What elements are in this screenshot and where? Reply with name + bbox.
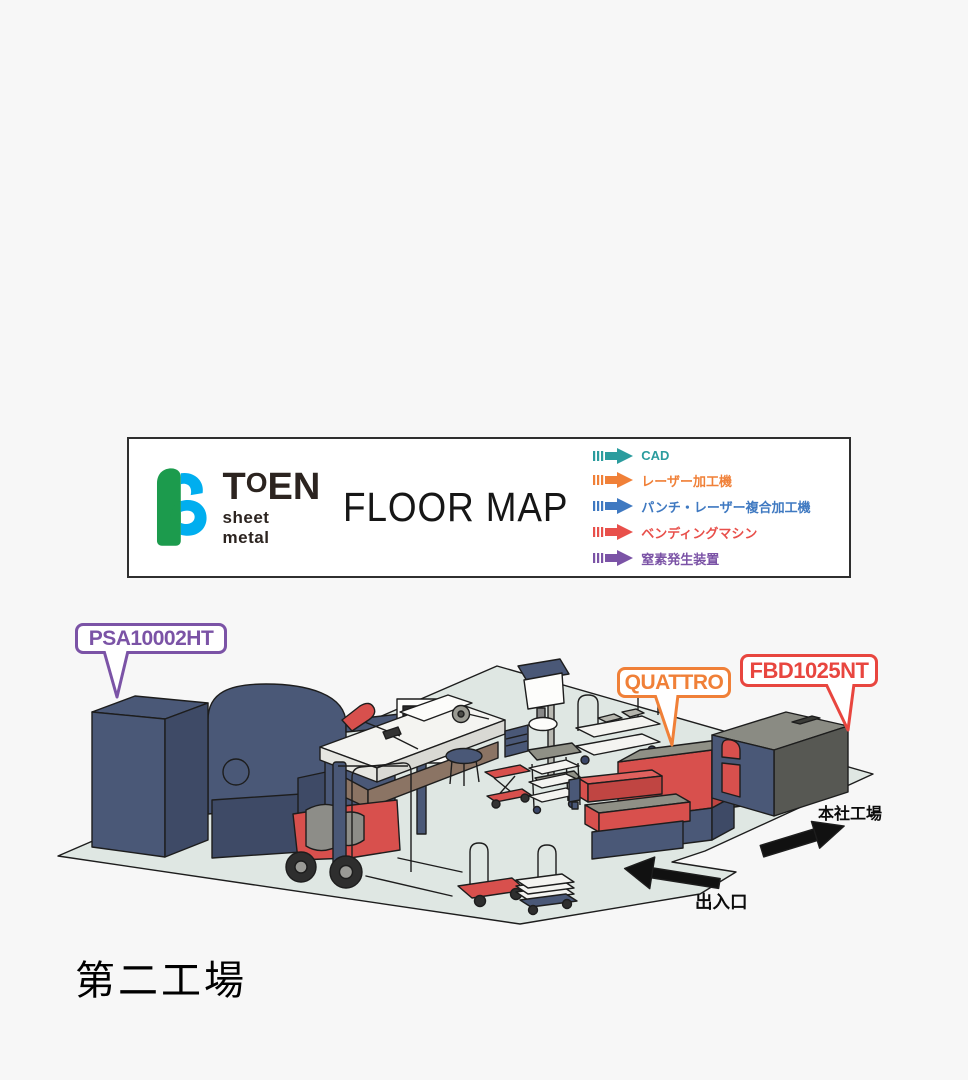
- factory-title: 第二工場: [75, 959, 247, 1003]
- quattro-table-side: [598, 801, 691, 833]
- legend-label: パンチ・レーザー複合加工機: [641, 499, 811, 515]
- stool: [445, 747, 483, 786]
- psa-label-pointer: [102, 651, 130, 699]
- logo-cyan-shape: [180, 472, 203, 495]
- forklift-wheel-hub: [338, 864, 354, 880]
- legend-item-nitrogen: 窒素発生装置: [593, 549, 839, 568]
- stool-seat: [445, 747, 483, 765]
- hand-truck-handle: [469, 842, 489, 884]
- forklift: [285, 761, 463, 897]
- toen-brand-text: TOEN sheet metal: [223, 468, 321, 548]
- cart-shelf: [575, 733, 661, 756]
- cart-shelf: [575, 715, 661, 738]
- quattro-machine-label: QUATTRO: [617, 667, 731, 698]
- cart-item: [621, 708, 645, 718]
- forklift-fork: [365, 875, 453, 897]
- fbd-machine-label: FBD1025NT: [740, 654, 878, 687]
- roller-handle: [467, 713, 490, 720]
- legend-arrow-icon: [593, 472, 634, 488]
- fbd-arch-upper: [721, 738, 741, 760]
- fbd-top-slot: [791, 715, 821, 725]
- tool-hammer: [382, 726, 419, 750]
- roller-hub: [457, 710, 465, 718]
- drill-motor: [523, 672, 565, 710]
- toen-logo: TOEN sheet metal: [155, 467, 321, 549]
- forklift-wheel-hub: [294, 860, 308, 874]
- platform-cart: [515, 844, 578, 916]
- legend-label: レーザー加工機: [641, 473, 733, 489]
- rack-shelf: [528, 759, 580, 775]
- legend-item-bending: ベンディングマシン: [593, 523, 839, 542]
- hand-truck: [457, 842, 527, 908]
- cart-item: [597, 713, 623, 723]
- brand-subtitle: sheet metal: [222, 507, 270, 547]
- platform-cart-wheel: [561, 898, 573, 910]
- legend-arrow-icon: [593, 447, 634, 464]
- legend-arrow-icon: [593, 498, 634, 514]
- legend-arrow-icon: [593, 524, 634, 540]
- psa-cabinet-side: [164, 702, 209, 858]
- platform-cart-base: [519, 893, 578, 908]
- legend-arrow-icon: [593, 550, 634, 566]
- fbd-arch-lower: [721, 762, 741, 798]
- hammer-head: [382, 726, 402, 740]
- legend-label: 窒素発生装置: [641, 551, 720, 567]
- fbd-machine: [711, 711, 849, 817]
- sheet-stack: [515, 873, 575, 889]
- honsha-arrow-label: 本社工場: [818, 804, 882, 823]
- paper-sheet: [399, 694, 473, 722]
- quattro-arm-side: [587, 775, 663, 803]
- fbd-label-pointer: [824, 684, 856, 732]
- lift-base: [486, 788, 532, 803]
- honsha-arrow: [759, 820, 845, 858]
- forklift-fork: [397, 857, 463, 873]
- hammer-handle: [391, 735, 419, 750]
- platform-cart-wheel: [527, 904, 539, 916]
- toolbox: [504, 724, 529, 758]
- rack-wheel: [532, 805, 542, 815]
- platform-cart-handle: [537, 844, 557, 884]
- legend-item-punch-laser: パンチ・レーザー複合加工機: [593, 497, 839, 516]
- forklift-cage: [351, 762, 412, 878]
- tool-tape-roller: [451, 704, 490, 724]
- entrance-arrow-label: 出入口: [695, 892, 748, 912]
- quattro-label-pointer: [653, 695, 680, 747]
- cart-handle-left: [577, 694, 599, 731]
- cart-wheel: [580, 755, 590, 765]
- lift-top: [484, 764, 531, 779]
- quattro-arm-cap: [568, 777, 581, 803]
- page-title: FLOOR MAP: [342, 484, 569, 530]
- logo-cyan-bowl: [180, 499, 207, 536]
- entrance-arrow: [623, 856, 721, 890]
- worktable: [319, 694, 506, 809]
- hand-truck-wheel: [473, 894, 487, 908]
- logo-green-bowl: [170, 500, 181, 535]
- brand-name: TOEN: [222, 465, 321, 508]
- drill-round-table: [528, 716, 558, 732]
- quattro-table-base: [591, 820, 684, 860]
- lift-wheel: [520, 793, 530, 803]
- header-banner: TOEN sheet metal FLOOR MAP CAD レーザー加工機 パ…: [127, 437, 851, 578]
- legend: CAD レーザー加工機 パンチ・レーザー複合加工機 ベンディングマシン 窒素発生…: [593, 447, 839, 568]
- legend-item-laser: レーザー加工機: [593, 471, 839, 490]
- lift-wheel: [491, 799, 501, 809]
- lift-cart: [484, 764, 532, 809]
- legend-item-cad: CAD: [593, 447, 839, 464]
- legend-label: ベンディングマシン: [641, 525, 758, 541]
- psa-tank-knob: [222, 758, 250, 786]
- psa-cabinet-front: [91, 711, 166, 858]
- drill-sub-table: [527, 742, 582, 761]
- quattro-arm-foot: [571, 801, 579, 810]
- wrench-head: [341, 702, 376, 732]
- psa-machine-label: PSA10002HT: [75, 623, 227, 654]
- toen-logo-icon: [156, 467, 207, 546]
- legend-label: CAD: [641, 448, 670, 463]
